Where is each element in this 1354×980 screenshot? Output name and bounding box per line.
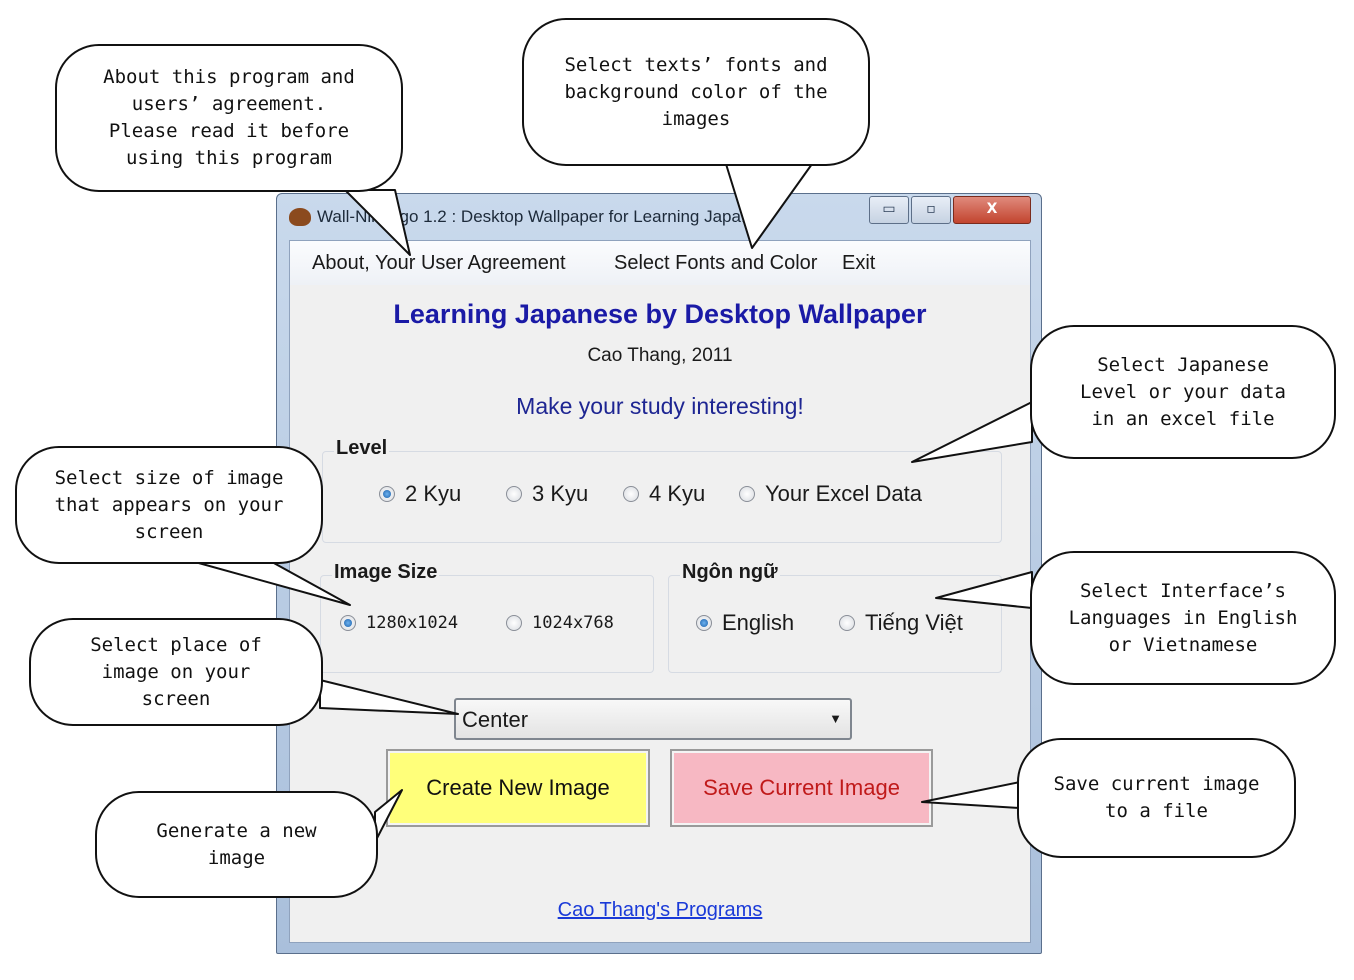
save-image-button[interactable]: Save Current Image [670,749,933,827]
level-option-label: 3 Kyu [532,481,589,506]
callout-level: Select Japanese Level or your data in an… [1030,325,1336,459]
callout-tail-size [194,561,351,606]
radio-button-icon[interactable] [623,486,639,502]
position-select[interactable]: Center ▼ [454,698,852,740]
programs-link[interactable]: Cao Thang's Programs [557,899,763,921]
radio-button-icon[interactable] [506,486,522,502]
level-label: Level [334,437,390,460]
radio-button-icon[interactable] [696,615,712,631]
create-image-button[interactable]: Create New Image [386,749,650,827]
menu-fonts[interactable]: Select Fonts and Color [614,252,818,274]
level-radio-4kyu[interactable]: 4 Kyu [623,481,705,507]
level-option-label: 4 Kyu [649,481,706,506]
author-line: Cao Thang, 2011 [587,345,733,366]
window-title: Wall-Nihongo 1.2 : Desktop Wallpaper for… [317,207,756,226]
radio-button-icon[interactable] [340,615,356,631]
callout-about: About this program and users’ agreement.… [55,44,403,192]
size-option-label: 1024x768 [532,613,614,633]
size-option-label: 1280x1024 [366,613,459,633]
callout-size: Select size of image that appears on you… [15,446,323,564]
app-window: Wall-Nihongo 1.2 : Desktop Wallpaper for… [276,193,1042,954]
size-radio-1024[interactable]: 1024x768 [506,613,614,633]
callout-position: Select place of image on your screen [29,618,323,726]
slogan: Make your study interesting! [516,393,804,419]
image-size-label: Image Size [332,561,440,584]
radio-button-icon[interactable] [506,615,522,631]
level-option-label: Your Excel Data [765,481,922,506]
close-button[interactable]: X [953,196,1031,224]
minimize-button[interactable]: ▭ [869,196,909,224]
callout-tail-language [935,571,1033,609]
callout-tail-create [374,789,403,843]
app-logo-icon [289,208,311,226]
callout-fonts: Select texts’ fonts and background color… [522,18,870,166]
radio-button-icon[interactable] [379,486,395,502]
title-bar[interactable]: Wall-Nihongo 1.2 : Desktop Wallpaper for… [277,194,1041,240]
app-heading: Learning Japanese by Desktop Wallpaper [393,299,927,329]
size-radio-1280[interactable]: 1280x1024 [340,613,458,633]
language-radio-vietnamese[interactable]: Tiếng Việt [839,610,963,636]
callout-tail-fonts [725,163,813,249]
callout-save: Save current image to a file [1017,738,1296,858]
callout-language: Select Interface’s Languages in English … [1030,551,1336,685]
menu-about[interactable]: About, Your User Agreement [312,252,566,274]
callout-tail-save [921,781,1021,809]
language-option-label: English [722,610,795,635]
client-area: About, Your User Agreement Select Fonts … [289,240,1031,943]
radio-button-icon[interactable] [739,486,755,502]
callout-create: Generate a new image [95,791,378,898]
image-size-group [320,575,654,673]
level-option-label: 2 Kyu [405,481,462,506]
chevron-down-icon[interactable]: ▼ [829,711,842,726]
radio-button-icon[interactable] [839,615,855,631]
callout-tail-position [319,679,459,715]
callout-tail-level [911,401,1033,463]
callout-tail-about [344,189,411,256]
language-group [668,575,1002,673]
menu-exit[interactable]: Exit [842,252,876,274]
maximize-button[interactable]: ▫ [911,196,951,224]
level-radio-2kyu[interactable]: 2 Kyu [379,481,461,507]
language-option-label: Tiếng Việt [865,610,963,635]
language-radio-english[interactable]: English [696,610,794,636]
position-select-value: Center [462,707,529,732]
menu-bar: About, Your User Agreement Select Fonts … [290,241,1030,285]
language-label: Ngôn ngữ [680,561,780,584]
level-radio-3kyu[interactable]: 3 Kyu [506,481,588,507]
level-radio-excel[interactable]: Your Excel Data [739,481,922,507]
